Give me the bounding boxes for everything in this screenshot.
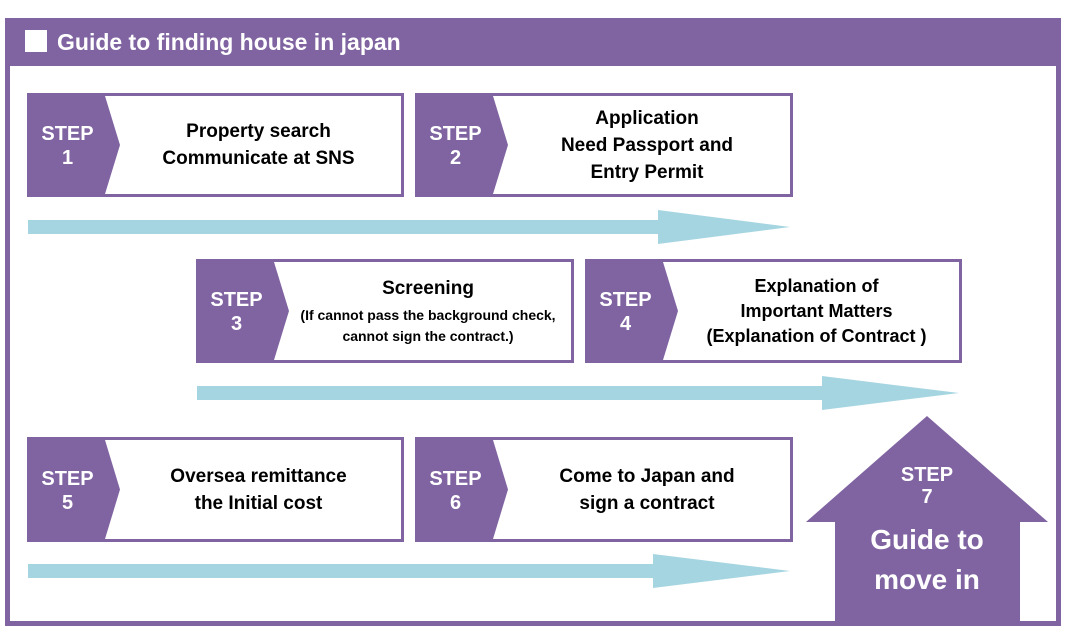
step-5-content: Oversea remittance the Initial cost bbox=[122, 440, 395, 539]
step-2-content: Application Need Passport and Entry Perm… bbox=[510, 96, 784, 194]
step-4-number: 4 bbox=[619, 313, 632, 335]
step-3-note-2: cannot sign the contract.) bbox=[342, 328, 514, 344]
step-1-badge: STEP 1 bbox=[30, 96, 120, 194]
step-2-line-3: Entry Permit bbox=[590, 161, 704, 183]
step-6-badge: STEP 6 bbox=[418, 440, 508, 539]
step-2-line-1: Application bbox=[595, 107, 699, 129]
step-4-line-1: Explanation of bbox=[754, 275, 879, 296]
step-3-box: STEP 3 Screening (If cannot pass the bac… bbox=[196, 259, 574, 363]
step-1-content: Property search Communicate at SNS bbox=[122, 96, 395, 194]
step-3-title: Screening bbox=[382, 278, 474, 299]
step-4-box: STEP 4 Explanation of Important Matters … bbox=[585, 259, 962, 363]
step-1-box: STEP 1 Property search Communicate at SN… bbox=[27, 93, 404, 197]
step-2-box: STEP 2 Application Need Passport and Ent… bbox=[415, 93, 793, 197]
step-2-badge: STEP 2 bbox=[418, 96, 508, 194]
step-6-line-2: sign a contract bbox=[579, 492, 715, 514]
step-5-line-1: Oversea remittance bbox=[170, 465, 347, 487]
house-shape-icon bbox=[806, 416, 1048, 626]
step-7-line-1: Guide to bbox=[870, 524, 984, 555]
flow-arrow-2 bbox=[197, 376, 959, 410]
step-3-note-1: (If cannot pass the background check, bbox=[300, 307, 556, 323]
step-1-label: STEP bbox=[41, 123, 94, 145]
step-6-content: Come to Japan and sign a contract bbox=[510, 440, 784, 539]
step-7-label: STEP bbox=[900, 464, 954, 486]
step-3-number: 3 bbox=[230, 313, 243, 335]
step-4-line-3: (Explanation of Contract ) bbox=[706, 325, 927, 346]
step-2-number: 2 bbox=[449, 147, 462, 169]
square-bullet-icon bbox=[25, 30, 47, 52]
step-4-badge: STEP 4 bbox=[588, 262, 678, 360]
step-4-content: Explanation of Important Matters (Explan… bbox=[680, 262, 953, 360]
header-bar: Guide to finding house in japan bbox=[5, 18, 1061, 66]
step-6-line-1: Come to Japan and bbox=[559, 465, 735, 487]
page-title: Guide to finding house in japan bbox=[57, 29, 401, 55]
step-7-number: 7 bbox=[921, 486, 933, 508]
step-7-line-2: move in bbox=[874, 564, 980, 595]
step-6-label: STEP bbox=[429, 468, 482, 490]
step-1-number: 1 bbox=[61, 147, 74, 169]
step-6-number: 6 bbox=[449, 492, 462, 514]
step-6-box: STEP 6 Come to Japan and sign a contract bbox=[415, 437, 793, 542]
step-3-badge: STEP 3 bbox=[199, 262, 289, 360]
step-5-line-2: the Initial cost bbox=[194, 492, 323, 514]
step-1-line-2: Communicate at SNS bbox=[162, 148, 355, 169]
flow-arrow-1 bbox=[28, 210, 790, 244]
step-4-line-2: Important Matters bbox=[740, 300, 893, 321]
step-3-label: STEP bbox=[210, 289, 263, 311]
step-2-line-2: Need Passport and bbox=[560, 134, 734, 156]
step-2-label: STEP bbox=[429, 123, 482, 145]
step-5-badge: STEP 5 bbox=[30, 440, 120, 539]
step-5-number: 5 bbox=[61, 492, 74, 514]
step-5-label: STEP bbox=[41, 468, 94, 490]
step-7-house: STEP 7 Guide to move in bbox=[806, 416, 1048, 626]
step-4-label: STEP bbox=[599, 289, 652, 311]
step-5-box: STEP 5 Oversea remittance the Initial co… bbox=[27, 437, 404, 542]
step-1-line-1: Property search bbox=[186, 121, 331, 142]
step-3-content: Screening (If cannot pass the background… bbox=[291, 262, 565, 360]
flow-arrow-3 bbox=[28, 554, 790, 588]
